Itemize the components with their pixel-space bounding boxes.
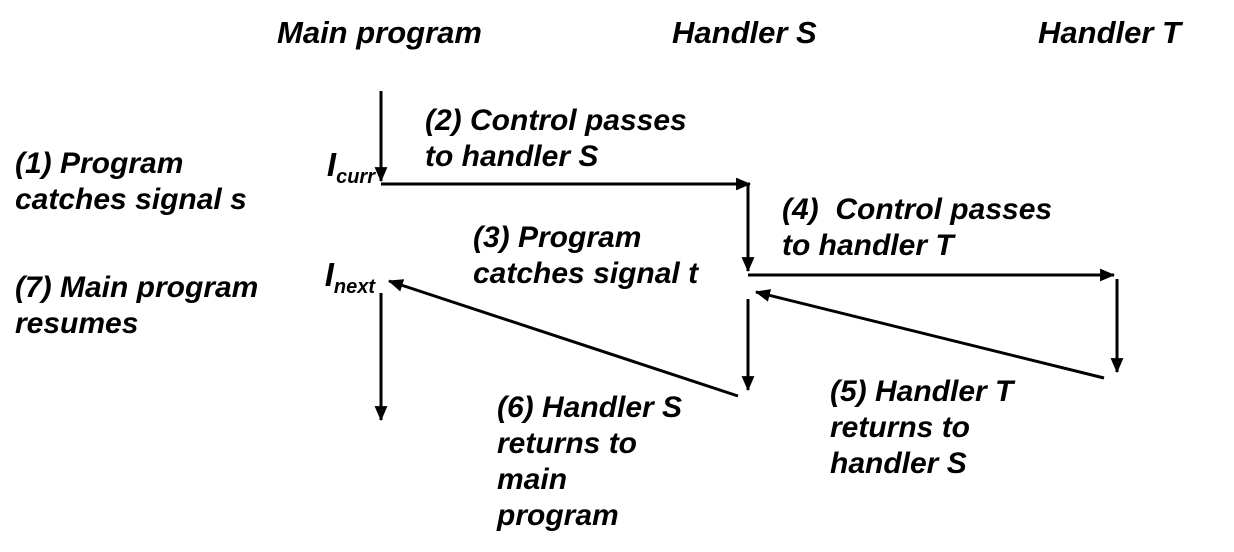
note-step7-main-program-resumes: (7) Main program resumes	[15, 271, 259, 340]
annotation-step5-handler-t-returns: (5) Handler T returns to handler S	[830, 375, 1014, 480]
inext-base: I	[324, 256, 334, 293]
note-step1-program-catches-signal-s: (1) Program catches signal s	[15, 147, 247, 216]
annotation-step3-program-catches-signal-t: (3) Program catches signal t	[473, 221, 699, 290]
arrow-handler-t-returns-to-handler-s	[754, 289, 1105, 380]
instruction-label-inext: Inext	[295, 258, 375, 304]
column-header-handler-s: Handler S	[672, 15, 817, 50]
annotation-step4-control-passes-to-handler-t: (4) Control passes to handler T	[782, 193, 1053, 262]
icurr-subscript: curr	[336, 166, 375, 188]
column-header-handler-t: Handler T	[1038, 15, 1181, 50]
instruction-label-icurr: Icurr	[295, 148, 375, 194]
icurr-base: I	[326, 146, 337, 183]
annotation-step6-handler-s-returns: (6) Handler S returns to main program	[497, 391, 683, 532]
inext-subscript: next	[333, 276, 375, 298]
column-header-main-program: Main program	[277, 15, 482, 50]
arrow-handler-s-returns-to-main	[387, 279, 739, 398]
annotation-step2-control-passes-to-handler-s: (2) Control passes to handler S	[425, 104, 687, 173]
